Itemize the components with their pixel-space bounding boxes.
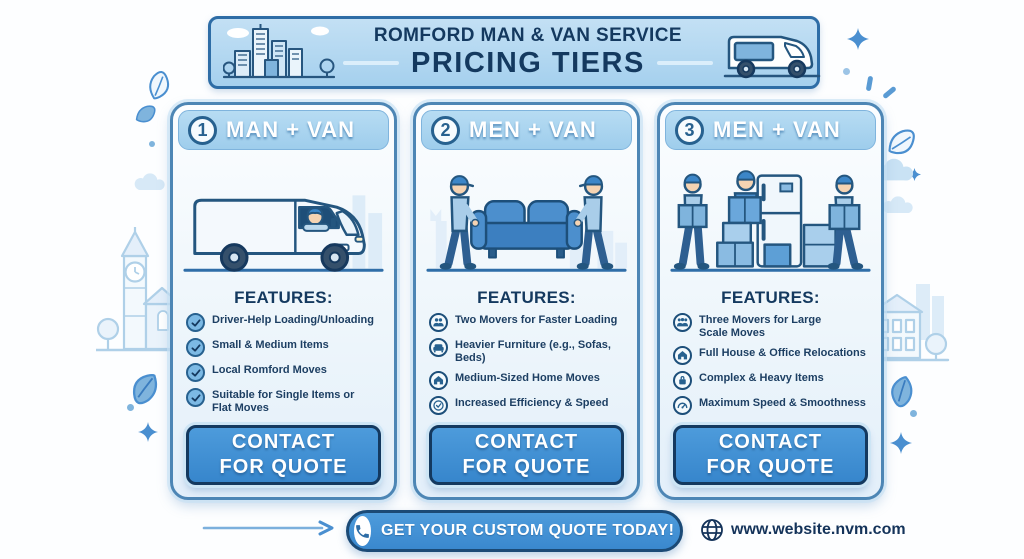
cloud-icon — [882, 196, 913, 213]
dot-decoration — [843, 68, 850, 75]
tier-title: MAN + VAN — [226, 117, 355, 142]
contact-for-quote-button[interactable]: CONTACT FOR QUOTE — [186, 425, 381, 485]
features-heading: FEATURES: — [721, 288, 820, 307]
dash-decoration — [865, 75, 874, 92]
feature-text: Three Movers for Large Scale Moves — [699, 314, 822, 340]
leaf-icon — [149, 70, 170, 100]
cta-line2: FOR QUOTE — [462, 456, 591, 478]
tier-number-badge: 1 — [188, 115, 217, 145]
home-icon — [429, 371, 448, 391]
dot-decoration — [149, 141, 155, 147]
tier-header: 3 MEN + VAN — [665, 110, 876, 150]
dot-decoration — [127, 404, 134, 411]
cta-line1: CONTACT — [474, 431, 579, 453]
arrow-icon — [202, 520, 334, 536]
phone-icon — [354, 516, 371, 546]
tier-title: MEN + VAN — [469, 117, 597, 142]
tier-number-badge: 3 — [675, 115, 704, 145]
three-movers-icon — [673, 313, 692, 332]
feature-item: Three Movers for Large Scale Moves — [673, 313, 876, 340]
feature-text: Small & Medium Items — [212, 339, 329, 351]
feature-item: Small & Medium Items — [186, 338, 389, 357]
man-with-van-illustration — [179, 155, 388, 285]
leaf-icon — [132, 374, 158, 405]
feature-text: Increased Efficiency & Speed — [455, 397, 609, 410]
feature-text: Local Romford Moves — [212, 364, 327, 376]
feature-text: Maximum Speed & Smoothness — [699, 397, 866, 410]
contact-for-quote-button[interactable]: CONTACT FOR QUOTE — [429, 425, 624, 485]
header-banner: ROMFORD MAN & VAN SERVICE PRICING TIERS — [208, 16, 821, 89]
tier-card-man-van: 1 MAN + VAN — [170, 102, 397, 500]
header-subtitle: PRICING TIERS — [411, 47, 645, 80]
get-quote-pill-button[interactable]: GET YOUR CUSTOM QUOTE TODAY! — [346, 510, 683, 552]
three-movers-illustration — [666, 155, 875, 285]
sparkle-icon — [890, 432, 912, 454]
tier-title: MEN + VAN — [713, 117, 841, 142]
leaf-icon — [891, 376, 913, 408]
speed-gauge-icon — [673, 396, 692, 416]
feature-item: Medium-Sized Home Moves — [429, 371, 632, 391]
features-heading: FEATURES: — [477, 288, 576, 307]
feature-item: Increased Efficiency & Speed — [429, 396, 632, 416]
two-movers-illustration — [422, 155, 631, 285]
cta-line2: FOR QUOTE — [706, 456, 835, 478]
check-icon — [186, 388, 205, 407]
features-list: Two Movers for Faster Loading Heavier Fu… — [416, 313, 637, 416]
globe-icon — [701, 519, 723, 541]
dash-decoration — [656, 61, 713, 66]
cta-line2: FOR QUOTE — [219, 456, 348, 478]
leaf-icon — [135, 105, 156, 123]
feature-text: Two Movers for Faster Loading — [455, 314, 618, 326]
check-icon — [186, 338, 205, 357]
home-icon — [673, 346, 692, 366]
features-list: Three Movers for Large Scale Moves Full … — [660, 313, 881, 416]
dash-decoration — [882, 85, 897, 100]
feature-item: Two Movers for Faster Loading — [429, 313, 632, 332]
cta-line1: CONTACT — [718, 431, 823, 453]
feature-item: Driver-Help Loading/Unloading — [186, 313, 389, 332]
feature-text: Complex & Heavy Items — [699, 372, 824, 385]
tier-card-3-men-van: 3 MEN + VAN — [657, 102, 884, 500]
sparkle-icon — [138, 422, 158, 442]
leaf-icon — [888, 129, 915, 155]
feature-item: Suitable for Single Items or Flat Moves — [186, 388, 389, 415]
tier-header: 2 MEN + VAN — [421, 110, 632, 150]
contact-for-quote-button[interactable]: CONTACT FOR QUOTE — [673, 425, 868, 485]
feature-item: Full House & Office Relocations — [673, 346, 876, 366]
sofa-icon — [429, 338, 448, 357]
tier-number-badge: 2 — [431, 115, 460, 145]
website-url[interactable]: www.website.nvm.com — [731, 521, 906, 538]
dash-decoration — [343, 61, 399, 66]
feature-text: Heavier Furniture (e.g., Sofas, Beds) — [455, 339, 611, 365]
heavy-item-icon — [673, 371, 692, 391]
sparkle-icon — [847, 28, 869, 50]
feature-item: Local Romford Moves — [186, 363, 389, 382]
feature-item: Heavier Furniture (e.g., Sofas, Beds) — [429, 338, 632, 365]
features-list: Driver-Help Loading/Unloading Small & Me… — [173, 313, 394, 415]
efficiency-clock-icon — [429, 396, 448, 416]
two-movers-icon — [429, 313, 448, 332]
dot-decoration — [910, 410, 917, 417]
cloud-icon — [134, 173, 165, 190]
tier-header: 1 MAN + VAN — [178, 110, 389, 150]
tier-card-2-men-van: 2 MEN + VAN — [413, 102, 640, 500]
feature-text: Suitable for Single Items or Flat Moves — [212, 389, 355, 415]
cta-line1: CONTACT — [231, 431, 336, 453]
van-icon — [723, 35, 821, 78]
feature-text: Driver-Help Loading/Unloading — [212, 314, 374, 326]
feature-text: Full House & Office Relocations — [699, 347, 866, 360]
get-quote-label: GET YOUR CUSTOM QUOTE TODAY! — [381, 522, 675, 539]
sparkle-icon — [908, 168, 921, 181]
features-heading: FEATURES: — [234, 288, 333, 307]
check-icon — [186, 363, 205, 382]
header-title: ROMFORD MAN & VAN SERVICE — [373, 25, 682, 47]
feature-item: Maximum Speed & Smoothness — [673, 396, 876, 416]
feature-item: Complex & Heavy Items — [673, 371, 876, 391]
feature-text: Medium-Sized Home Moves — [455, 372, 600, 385]
city-skyline-icon — [223, 23, 335, 78]
check-icon — [186, 313, 205, 332]
